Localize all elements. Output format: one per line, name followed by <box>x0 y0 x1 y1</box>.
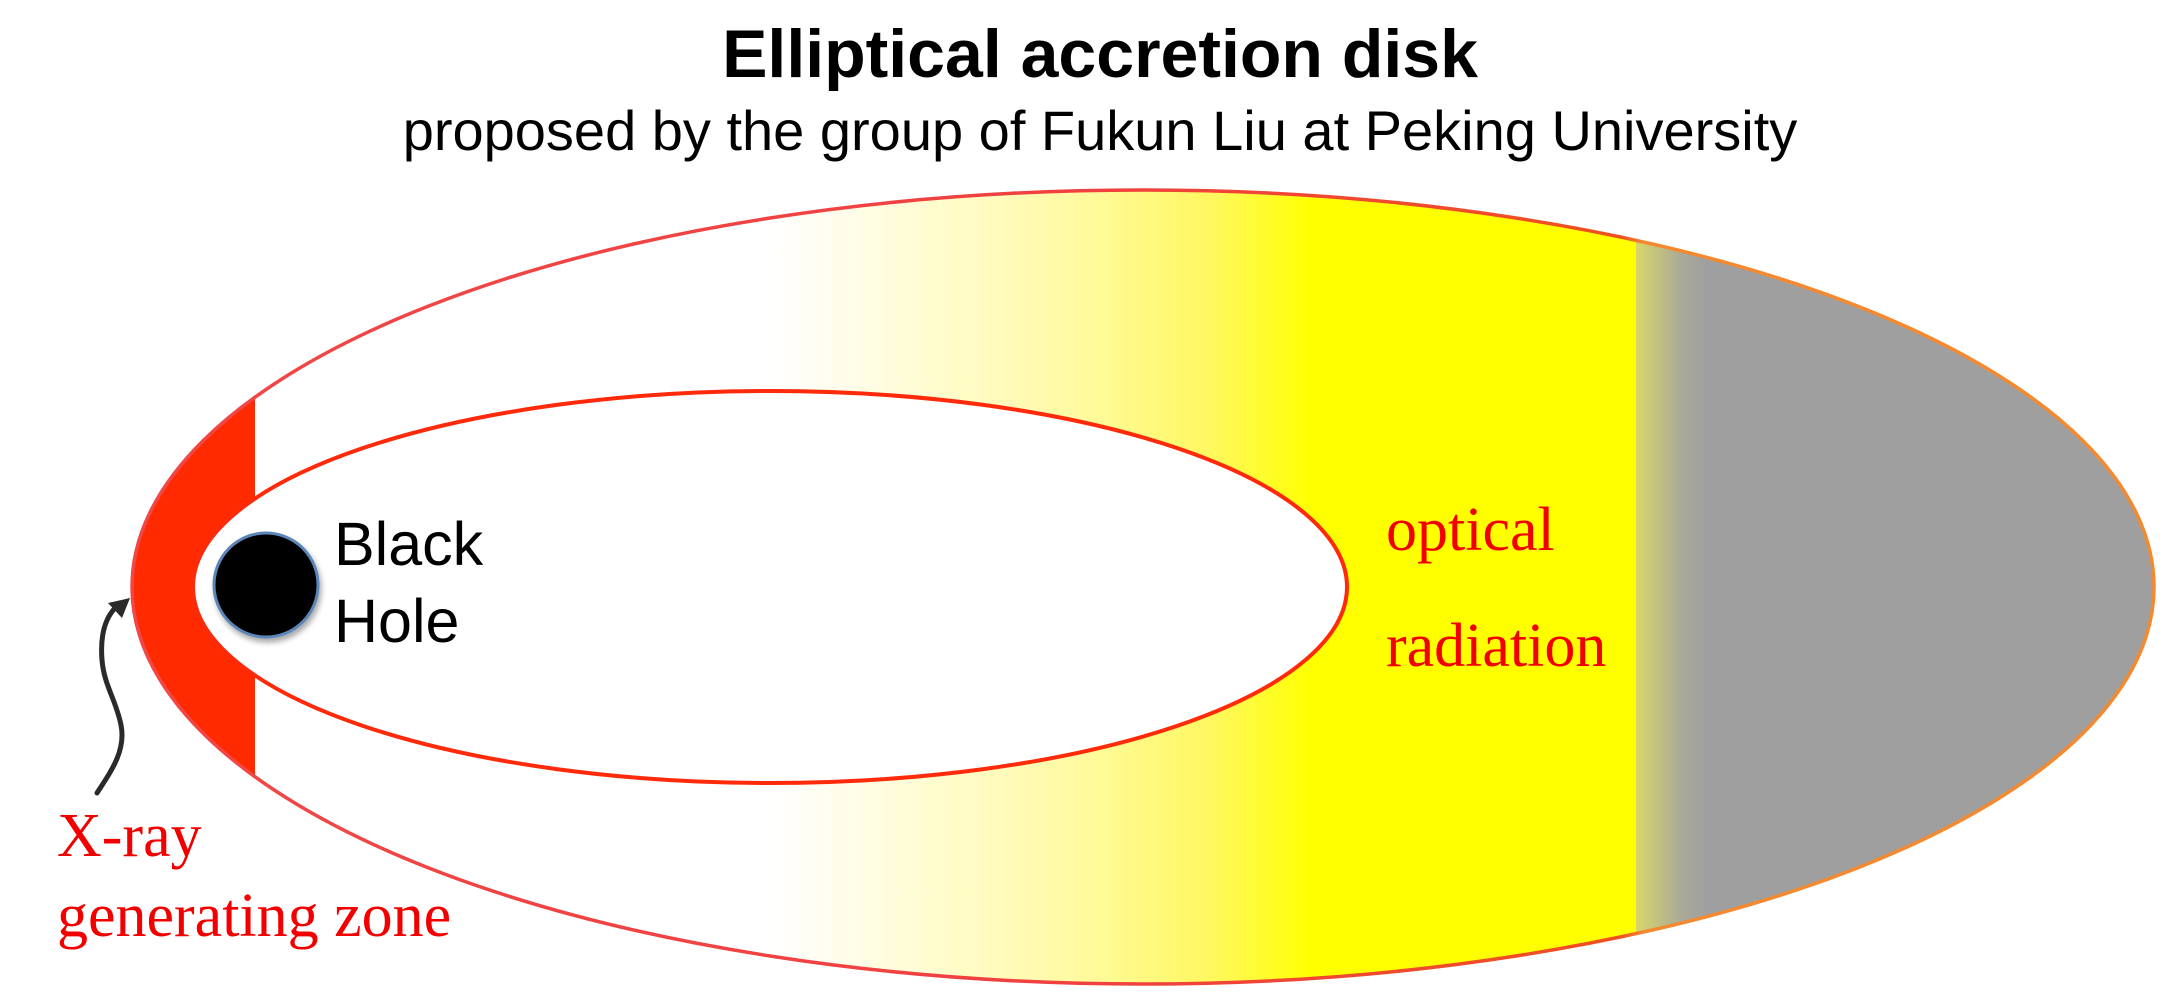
diagram-title: Elliptical accretion disk <box>722 16 1478 92</box>
arrow-head-icon <box>108 598 130 618</box>
xray-zone-label: X-ray generating zone <box>57 796 451 956</box>
curved-arrow-icon <box>94 604 125 796</box>
xray-zone-label-line1: X-ray <box>57 802 202 870</box>
optical-radiation-label: optical radiation <box>1386 472 1606 704</box>
outer-orbit-outline <box>130 188 2156 986</box>
diagram-subtitle: proposed by the group of Fukun Liu at Pe… <box>402 99 1798 162</box>
xray-zone-label-line2: generating zone <box>57 882 452 950</box>
black-hole-label: Black Hole <box>334 506 483 660</box>
inner-orbit <box>191 389 1349 785</box>
optical-radiation-label-line2: radiation <box>1386 612 1607 680</box>
black-hole-icon <box>212 531 320 639</box>
optical-radiation-label-line1: optical <box>1386 496 1555 564</box>
black-hole-label-line1: Black <box>334 510 484 578</box>
black-hole-label-line2: Hole <box>334 587 460 655</box>
